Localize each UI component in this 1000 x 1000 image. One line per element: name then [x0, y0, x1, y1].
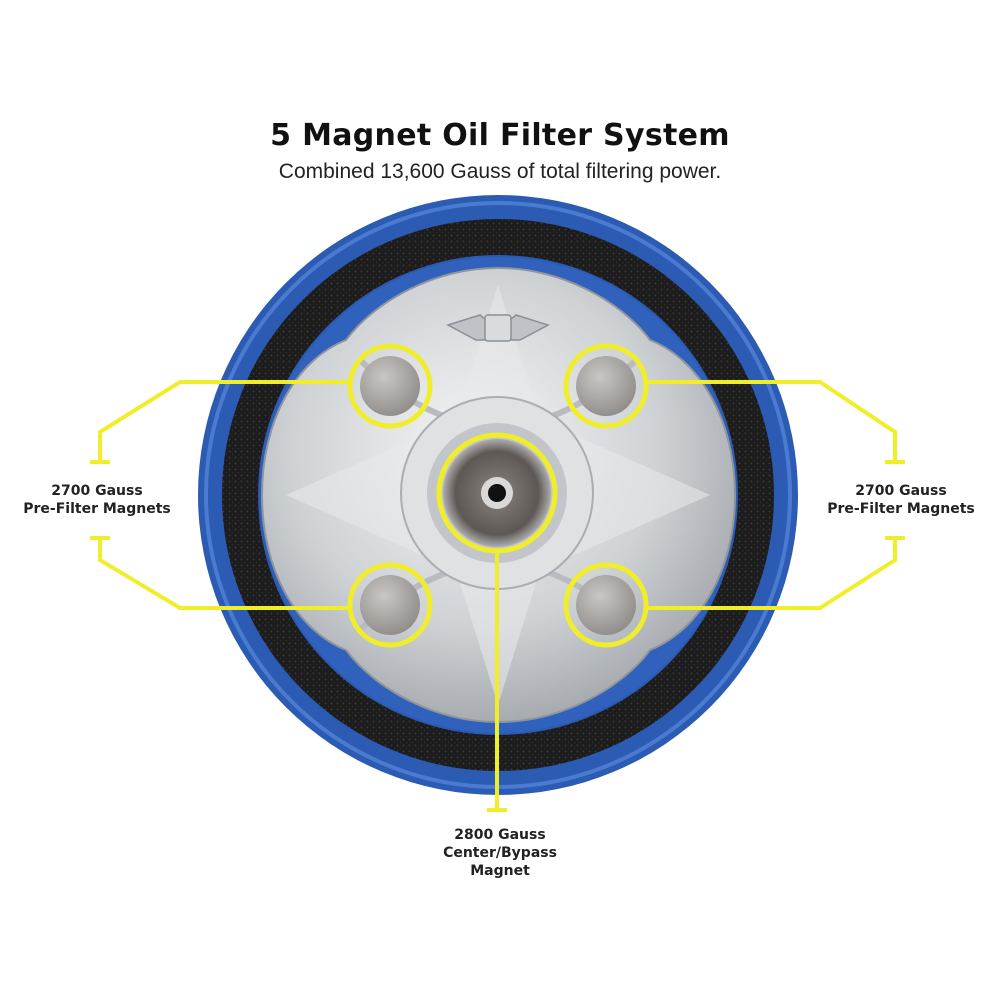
pre-filter-magnet-bottom-right [576, 575, 636, 635]
callout-center-desc-2: Magnet [470, 863, 530, 879]
callout-lines-right [646, 380, 905, 610]
callout-center-desc: Center/Bypass [443, 845, 557, 861]
page-title: 5 Magnet Oil Filter System [270, 118, 730, 153]
callout-lines-left [90, 380, 350, 610]
callout-left-desc: Pre-Filter Magnets [23, 501, 171, 517]
callout-left-gauss: 2700 Gauss [51, 483, 143, 499]
callout-center-label: 2800 Gauss Center/Bypass Magnet [405, 826, 595, 880]
callout-line-center [487, 551, 507, 812]
callout-right-label: 2700 Gauss Pre-Filter Magnets [816, 482, 986, 518]
logo-emblem-icon [446, 314, 550, 342]
pre-filter-magnet-top-left [360, 356, 420, 416]
callout-right-desc: Pre-Filter Magnets [827, 501, 975, 517]
callout-center-gauss: 2800 Gauss [454, 827, 546, 843]
page-subtitle: Combined 13,600 Gauss of total filtering… [278, 160, 722, 183]
pre-filter-magnet-top-right [576, 356, 636, 416]
callout-left-label: 2700 Gauss Pre-Filter Magnets [22, 482, 172, 518]
callout-right-gauss: 2700 Gauss [855, 483, 947, 499]
pre-filter-magnet-bottom-left [360, 575, 420, 635]
